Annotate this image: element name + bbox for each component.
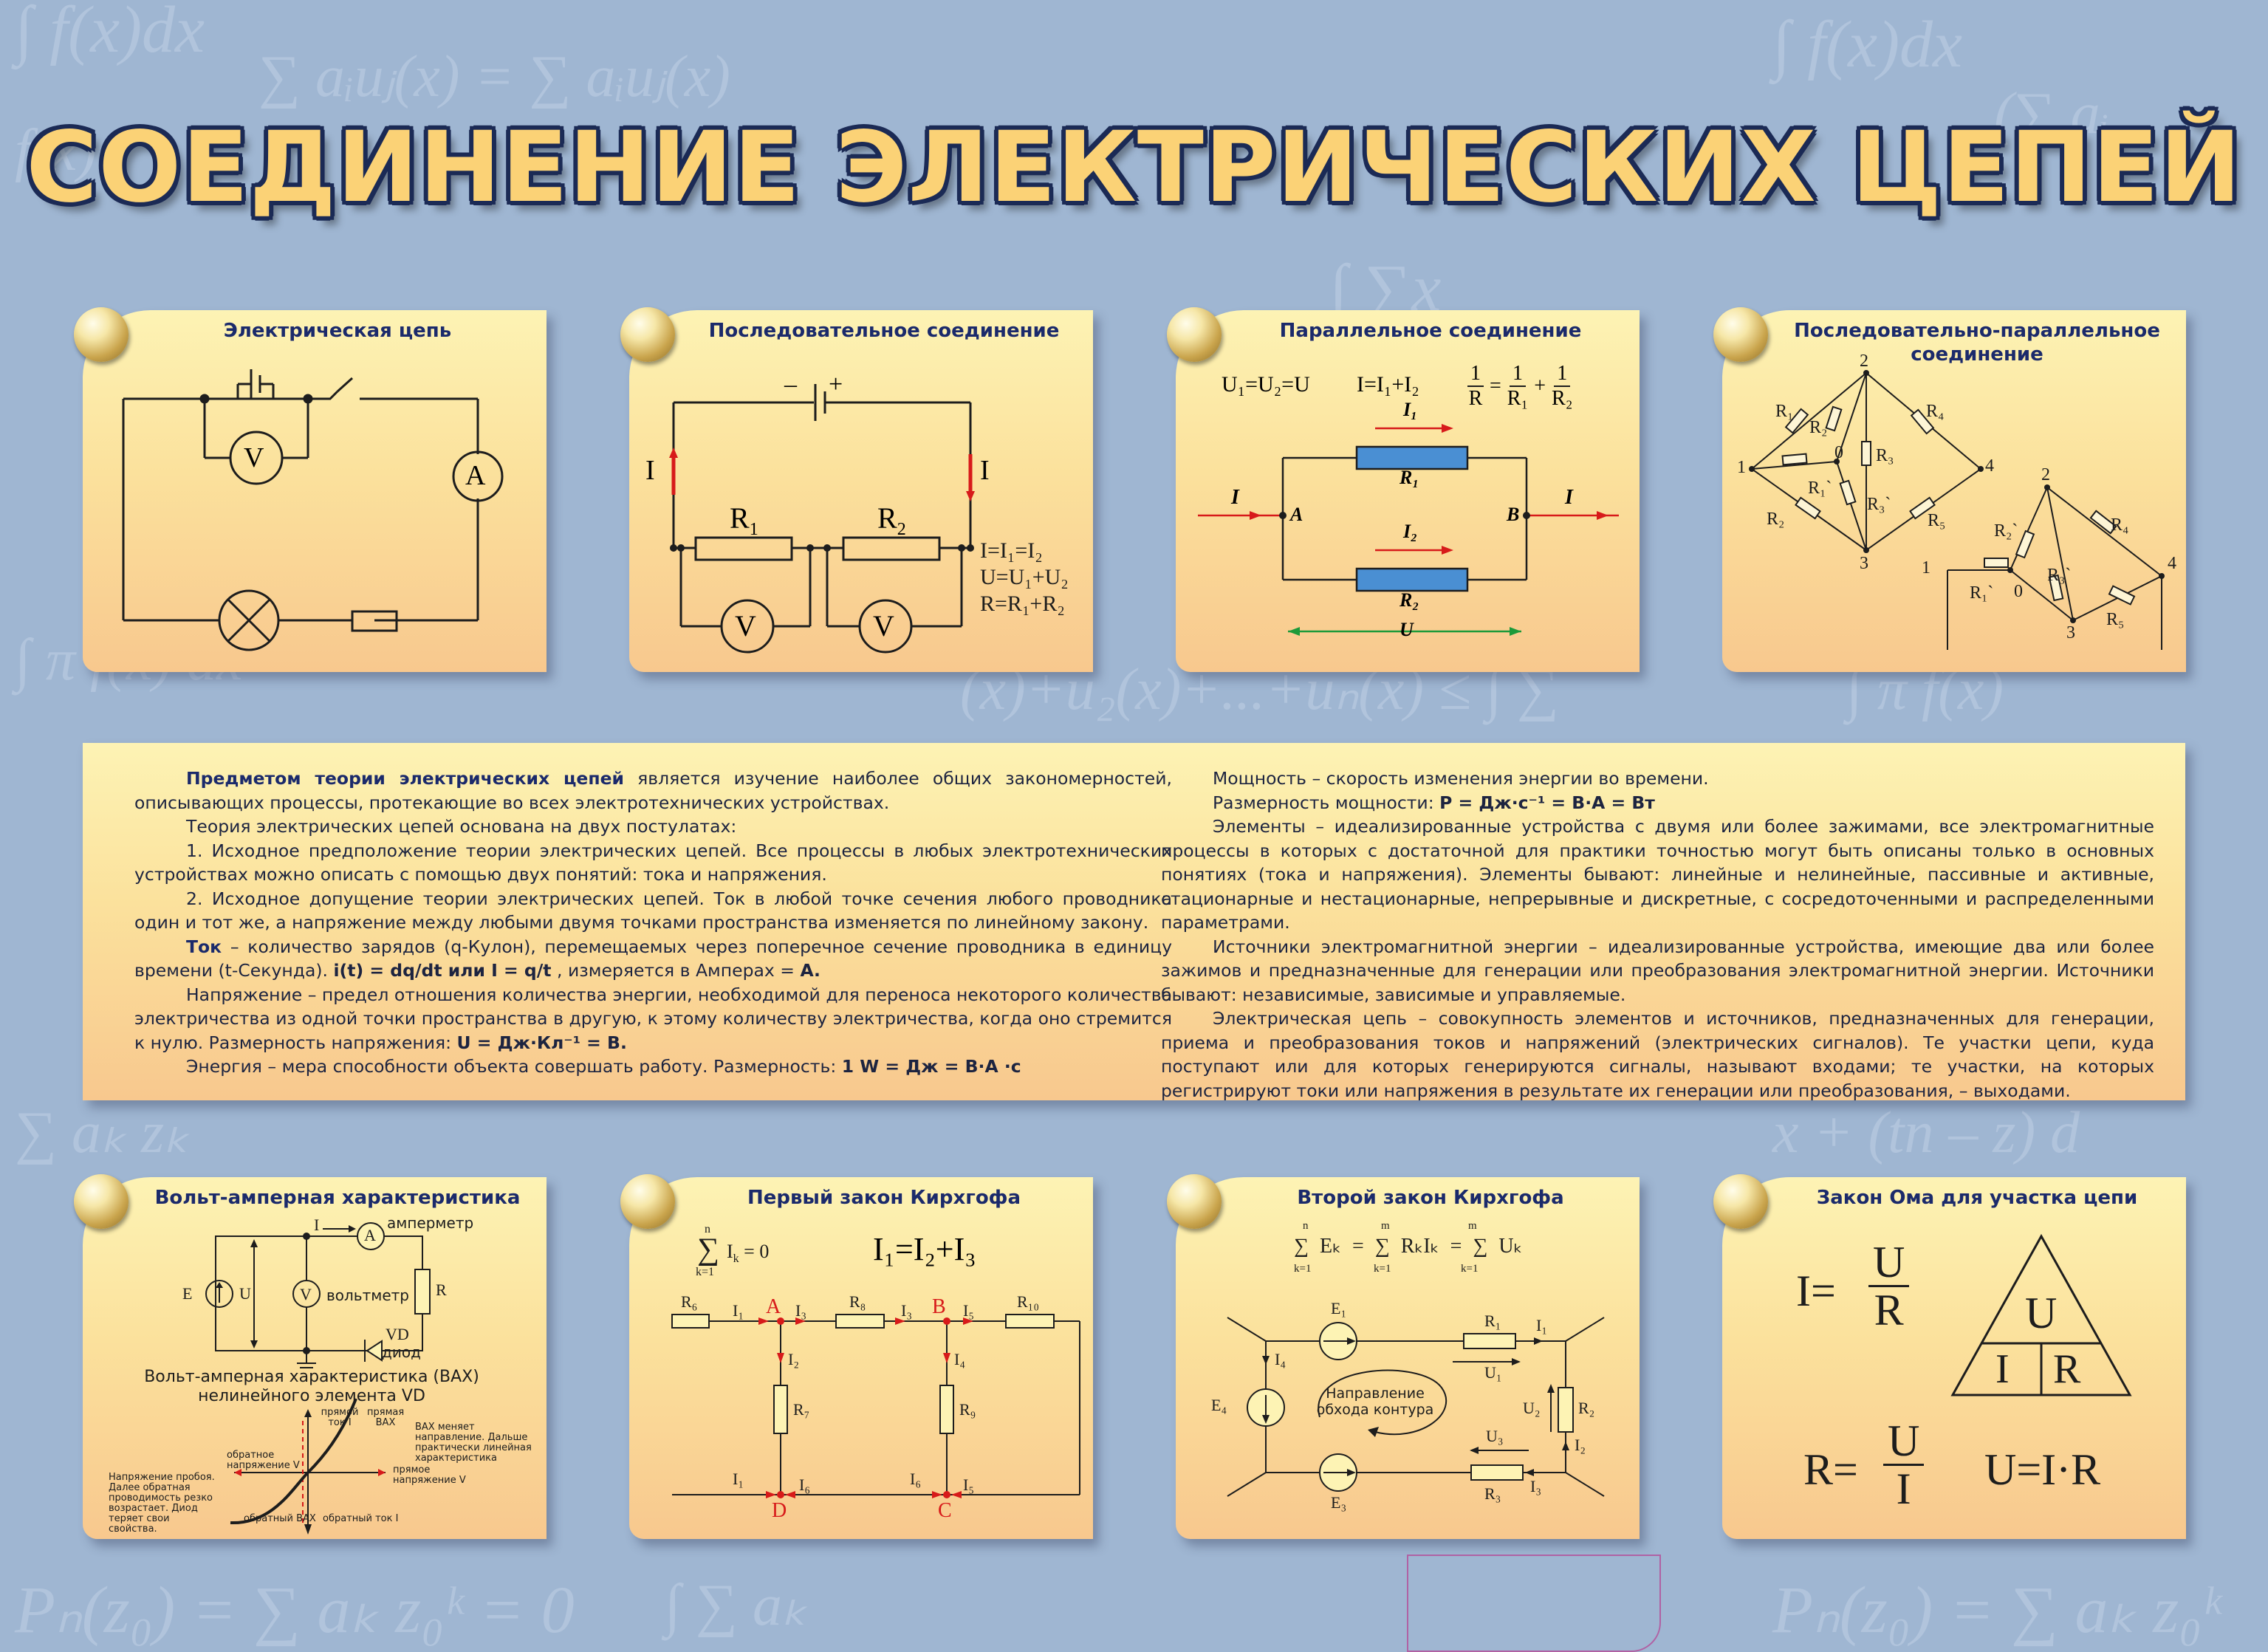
card-title: Последовательно-параллельное соединение: [1794, 320, 2160, 366]
paragraph: Размерность мощности: P = Дж·с⁻¹ = В·А =…: [1213, 792, 1655, 813]
svg-text:∫ f(x)dx: ∫ f(x)dx: [11, 0, 205, 70]
svg-text:∫ ∑ aₖ: ∫ ∑ aₖ: [661, 1573, 808, 1641]
voltage-u-label: U: [1399, 619, 1414, 640]
pin-icon: [620, 1174, 675, 1229]
paragraph: Мощность – скорость изменения энергии во…: [1213, 768, 1709, 789]
paragraph: Энергия – мера способности объекта совер…: [186, 1056, 1021, 1077]
svg-text:x + (tn – z) d: x + (tn – z) d: [1772, 1100, 2080, 1165]
svg-text:(∑ aᵢ: (∑ aᵢ: [1994, 81, 2109, 146]
pin-icon: [620, 307, 675, 362]
current-in-label: I: [1231, 486, 1239, 509]
vax-small-labels: прямой ток I прямая ВАХ ВАХ меняет напра…: [109, 1407, 532, 1535]
card-kirchhoff-first: Первый закон Кирхгофа n ∑ k=1 I: [629, 1177, 1093, 1539]
ohm-triangle: [1950, 1233, 2132, 1396]
current-i2-label: I₂: [1403, 521, 1418, 542]
plus-label: +: [829, 371, 843, 398]
vax-labels: I A амперметр E U V вольтметр R VD диод: [182, 1214, 474, 1361]
svg-text:f(x): f(x): [15, 118, 97, 183]
card-title: Первый закон Кирхгофа: [747, 1187, 1021, 1209]
paragraph: 1. Исходное предположение теории электри…: [134, 840, 1172, 885]
mixed-diagram: [1749, 370, 2165, 650]
pin-icon: [1167, 307, 1222, 362]
svg-text:Pₙ(z₀) = ∑ aₖ z₀ᵏ = 0: Pₙ(z₀) = ∑ aₖ z₀ᵏ = 0: [14, 1574, 575, 1647]
card-title: Вольт-амперная характеристика: [154, 1187, 521, 1209]
paragraph: Ток – количество зарядов (q-Кулон), пере…: [134, 936, 1172, 981]
resistor2-label: R₂: [1399, 589, 1419, 611]
paragraph: Напряжение – предел отношения количества…: [134, 984, 1172, 1053]
current-right-label: I: [980, 455, 990, 486]
kirchhoff1-labels: R₆ I₁ A I₃ R₈ I₃ B I₅ R₁₀ I₂ I₄ R₇ R₉ I₁…: [681, 1292, 1040, 1522]
svg-text:Pₙ(z₀) = ∑ aₖ z₀ᵏ: Pₙ(z₀) = ∑ aₖ z₀ᵏ: [1772, 1574, 2224, 1647]
card-title: Закон Ома для участка цепи: [1816, 1187, 2138, 1209]
voltmeter-label: V: [244, 442, 264, 473]
current-left-label: I: [645, 455, 655, 486]
voltmeter2-label: V: [873, 609, 894, 642]
card-series-connection: Последовательное соединение: [629, 310, 1093, 672]
pin-icon: [1713, 307, 1768, 362]
kirchhoff1-diagram: [671, 1314, 1080, 1498]
card-kirchhoff-second: Второй закон Кирхгофа n: [1176, 1177, 1640, 1539]
paragraph: Электрическая цепь – совокупность элемен…: [1161, 1008, 2154, 1101]
resistor2-label: R2: [877, 501, 906, 539]
card-electric-circuit: Электрическая цепь V A: [83, 310, 547, 672]
card-title: Электрическая цепь: [223, 320, 452, 342]
label-box: [1407, 1555, 1661, 1652]
pin-icon: [74, 1174, 129, 1229]
card-title: Последовательное соединение: [708, 320, 1060, 342]
card-volt-ampere: Вольт-амперная характеристика I A: [83, 1177, 547, 1539]
pin-icon: [1713, 1174, 1768, 1229]
text-column-left: Предметом теории электрических цепей явл…: [134, 767, 1172, 1079]
svg-text:∫ f(x)dx: ∫ f(x)dx: [1769, 8, 1962, 85]
voltmeter1-label: V: [735, 609, 756, 642]
svg-text:∑ aₖ zₖ: ∑ aₖ zₖ: [15, 1100, 190, 1165]
poster-title: СОЕДИНЕНИЕ ЭЛЕКТРИЧЕСКИХ ЦЕПЕЙ: [26, 111, 2242, 225]
kirchhoff2-diagram: [1227, 1317, 1605, 1497]
kirchhoff2-labels: E₁ R₁ I₁ U₁ I₄ E₄ U₂ R₂ I₂ U₃ E₃ R₃ I₃: [1211, 1299, 1595, 1512]
current-i1-label: I₁: [1403, 399, 1418, 420]
text-column-right: Мощность – скорость изменения энергии во…: [1161, 767, 2154, 1103]
parallel-eq-voltage: U₁=U₂=U: [1222, 372, 1310, 397]
paragraph: 2. Исходное допущение теории электрическ…: [134, 888, 1172, 933]
card-title: Второй закон Кирхгофа: [1297, 1187, 1564, 1209]
svg-text:∑ aᵢuⱼ(x) = ∑ aᵢuⱼ(x): ∑ aᵢuⱼ(x) = ∑ aᵢuⱼ(x): [258, 44, 730, 109]
resistor1-label: R1: [730, 501, 758, 539]
card-parallel-connection: Параллельное соединение U₁=U₂=U I=I₁+I₂ …: [1176, 310, 1640, 672]
ammeter-label: A: [465, 460, 486, 491]
vax-caption: Вольт-амперная характеристика (ВАХ)нелин…: [144, 1368, 479, 1405]
mixed-labels: 2 1 4 3 0 R₁ R₂ R₃ R₄ R₁` R₃` R₂ R₅ 2 1 …: [1737, 352, 2176, 642]
kirchhoff2-formula: n m m ∑ Eₖ = ∑ RₖIₖ = ∑ Uₖ k=1 k=1 k=1: [1294, 1220, 1523, 1275]
theory-text-panel: Предметом теории электрических цепей явл…: [83, 743, 2185, 1103]
paragraph: Предметом теории электрических цепей явл…: [134, 768, 1172, 813]
paragraph: Элементы – идеализированные устройства с…: [1161, 816, 2154, 933]
parallel-eq-current: I=I₁+I₂: [1357, 372, 1419, 397]
node-b-label: B: [1507, 504, 1520, 525]
parallel-diagram: [1198, 424, 1619, 636]
resistor1-label: R₁: [1399, 467, 1419, 488]
node-a-label: A: [1290, 504, 1303, 525]
pin-icon: [1167, 1174, 1222, 1229]
card-title: Параллельное соединение: [1279, 320, 1582, 342]
minus-label: –: [784, 371, 797, 398]
circuit-diagram: [122, 369, 504, 651]
pin-icon: [74, 307, 129, 362]
kirchhoff1-current-eq: I₁=I₂+I₃: [873, 1231, 976, 1267]
series-diagram: [669, 384, 975, 654]
paragraph: Источники электромагнитной энергии – иде…: [1161, 936, 2154, 1005]
card-mixed-connection: Последовательно-параллельное соединение: [1722, 310, 2186, 672]
paragraph: Теория электрических цепей основана на д…: [186, 816, 737, 837]
vax-diagram: [205, 1222, 431, 1535]
current-out-label: I: [1565, 486, 1573, 509]
